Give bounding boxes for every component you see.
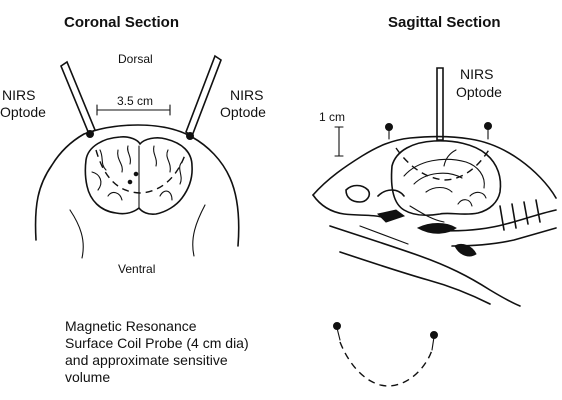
coronal-scale-label: 3.5 cm xyxy=(117,94,153,108)
coronal-scale-bar: 3.5 cm xyxy=(97,94,170,115)
sagittal-head-outline xyxy=(313,137,556,198)
sagittal-scale-label: 1 cm xyxy=(319,110,345,124)
legend-coil-symbol xyxy=(334,323,438,387)
coronal-left-optode-label-line2: Optode xyxy=(0,104,46,120)
coronal-right-optode-label-line2: Optode xyxy=(220,104,266,120)
sagittal-optode-label-line1: NIRS xyxy=(460,66,493,82)
coronal-right-optode: NIRS Optode xyxy=(186,56,266,140)
coronal-right-optode-label-line1: NIRS xyxy=(230,87,263,103)
sagittal-section: Sagittal Section NIRS Optode 1 cm xyxy=(313,14,556,306)
sagittal-skull-details xyxy=(346,186,540,256)
coronal-brain xyxy=(85,137,192,214)
coronal-section: Coronal Section Dorsal Ventral 3.5 cm NI… xyxy=(0,14,266,276)
sagittal-optode: NIRS Optode xyxy=(437,66,502,140)
coronal-head-inner-contour xyxy=(70,205,205,258)
sagittal-optode-label-line2: Optode xyxy=(456,84,502,100)
coil-legend: Magnetic Resonance Surface Coil Probe (4… xyxy=(65,318,438,386)
coronal-ventral-label: Ventral xyxy=(118,262,155,276)
coronal-title: Coronal Section xyxy=(64,14,179,31)
legend-line-2: Surface Coil Probe (4 cm dia) xyxy=(65,335,249,351)
legend-line-3: and approximate sensitive xyxy=(65,352,228,368)
sagittal-title: Sagittal Section xyxy=(388,14,501,31)
coronal-dorsal-label: Dorsal xyxy=(118,52,153,66)
sagittal-brain xyxy=(392,141,501,215)
legend-line-4: volume xyxy=(65,369,110,385)
sagittal-scale-bar: 1 cm xyxy=(319,110,345,156)
coronal-head-outline xyxy=(36,125,239,246)
coronal-left-optode-label-line1: NIRS xyxy=(2,87,35,103)
legend-line-1: Magnetic Resonance xyxy=(65,318,197,334)
coronal-left-optode: NIRS Optode xyxy=(0,62,95,138)
